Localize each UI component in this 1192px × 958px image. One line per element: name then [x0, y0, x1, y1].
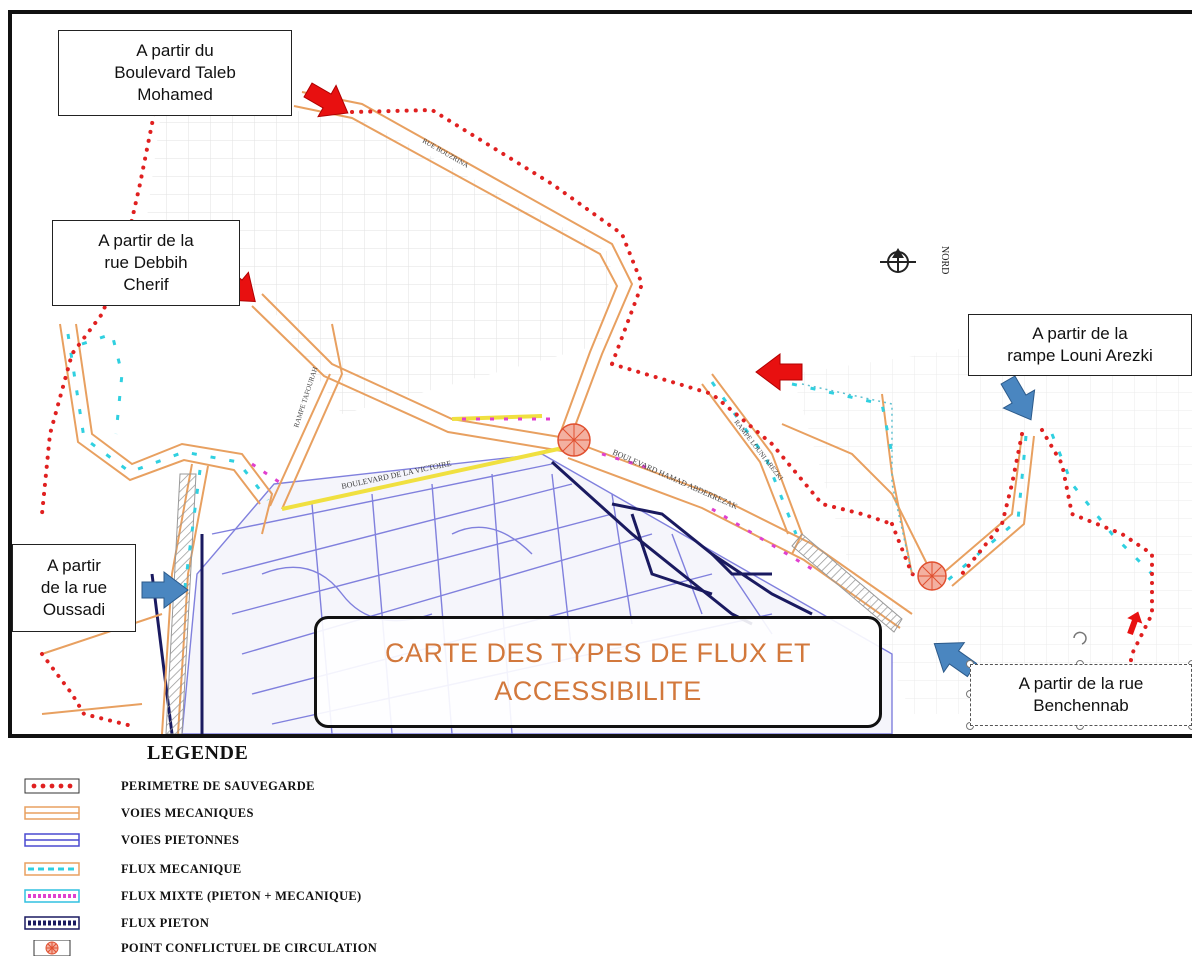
- callout-debbih-line2: rue Debbih: [104, 253, 188, 272]
- callout-taleb-line1: A partir du: [136, 41, 214, 60]
- conflict-point-center: [557, 423, 591, 457]
- legend-label-voies-mecaniques: VOIES MECANIQUES: [121, 805, 254, 820]
- boulevard-victoire-road: [281, 444, 573, 511]
- red-arrow-taleb: [303, 82, 349, 118]
- legend-swatch-flux-mecanique: [24, 862, 80, 876]
- legend-label-flux-mixte: FLUX MIXTE (PIETON + MECANIQUE): [121, 888, 362, 903]
- mixed-flow: [251, 417, 813, 571]
- blue-arrow-louni: [1000, 375, 1036, 421]
- blue-arrow-oussadi: [141, 571, 189, 609]
- callout-debbih-line3: Cherif: [123, 275, 169, 294]
- callout-taleb: A partir du Boulevard Taleb Mohamed: [58, 30, 292, 116]
- north-label: NORD: [939, 246, 950, 274]
- map-frame: BOULEVARD DE LA VICTOIRE BOULEVARD HAMAD…: [8, 10, 1192, 738]
- legend-row-flux-mecanique: FLUX MECANIQUE: [24, 859, 241, 879]
- street-label-tafourah: RAMPE TAFOURAH: [292, 366, 319, 429]
- mechanical-flow: [66, 332, 1154, 595]
- legend-title: LEGENDE: [147, 742, 249, 764]
- legend-swatch-conflit: [33, 940, 71, 956]
- legend-row-perimetre: PERIMETRE DE SAUVEGARDE: [24, 776, 314, 796]
- legend-row-voies-mecaniques: VOIES MECANIQUES: [24, 803, 253, 823]
- callout-benchennab-line2: Benchennab: [1033, 696, 1129, 715]
- upper-block-background: [142, 104, 612, 414]
- legend-swatch-flux-mixte: [24, 889, 80, 903]
- legend-label-voies-pietonnes: VOIES PIETONNES: [121, 832, 240, 847]
- callout-louni: A partir de la rampe Louni Arezki: [968, 314, 1192, 376]
- callout-benchennab-line1: A partir de la rue: [1018, 674, 1144, 693]
- red-arrow-small: [1127, 611, 1143, 636]
- map-title-line2: ACCESSIBILITE: [494, 676, 702, 706]
- callout-benchennab[interactable]: A partir de la rue Benchennab: [970, 664, 1192, 726]
- hatched-corridor-east: [791, 533, 903, 633]
- legend-label-flux-pieton: FLUX PIETON: [121, 915, 210, 930]
- hatched-corridor-west: [165, 473, 197, 734]
- rotate-handle-icon: [1073, 631, 1087, 645]
- legend-row-voies-pietonnes: VOIES PIETONNES: [24, 830, 239, 850]
- callout-louni-line2: rampe Louni Arezki: [1007, 346, 1153, 365]
- conflict-point-east: [917, 561, 947, 591]
- callout-debbih: A partir de la rue Debbih Cherif: [52, 220, 240, 306]
- legend-label-perimetre: PERIMETRE DE SAUVEGARDE: [121, 778, 315, 793]
- red-arrow-rampe: [755, 353, 803, 391]
- blue-arrow-benchennab: [933, 642, 978, 678]
- legend-row-conflit: POINT CONFLICTUEL DE CIRCULATION: [24, 938, 377, 958]
- map-title-line1: CARTE DES TYPES DE FLUX ET: [384, 638, 812, 668]
- callout-debbih-line1: A partir de la: [98, 231, 194, 250]
- legend-swatch-flux-pieton: [24, 916, 80, 930]
- north-arrow-icon: [880, 248, 916, 273]
- legend-row-flux-pieton: FLUX PIETON: [24, 913, 209, 933]
- callout-oussadi-line1: A partir: [47, 556, 101, 575]
- callout-oussadi: A partir de la rue Oussadi: [12, 544, 136, 632]
- callout-taleb-line2: Boulevard Taleb: [114, 63, 236, 82]
- legend-row-flux-mixte: FLUX MIXTE (PIETON + MECANIQUE): [24, 886, 361, 906]
- callout-oussadi-line3: Oussadi: [42, 600, 106, 619]
- map-title-box: CARTE DES TYPES DE FLUX ET ACCESSIBILITE: [314, 616, 882, 728]
- callout-oussadi-line2: de la rue: [40, 578, 108, 597]
- callout-louni-line1: A partir de la: [1032, 324, 1128, 343]
- legend-swatch-voies-pietonnes: [24, 833, 80, 847]
- callout-taleb-line3: Mohamed: [137, 85, 213, 104]
- map-drawing: BOULEVARD DE LA VICTOIRE BOULEVARD HAMAD…: [40, 82, 1192, 734]
- legend-label-flux-mecanique: FLUX MECANIQUE: [121, 861, 242, 876]
- street-label-hamad: BOULEVARD HAMAD ABDERREZAK: [611, 448, 739, 512]
- legend-label-conflit: POINT CONFLICTUEL DE CIRCULATION: [121, 940, 378, 955]
- legend-swatch-perimeter: [24, 778, 80, 794]
- legend-swatch-voies-mecaniques: [24, 806, 80, 820]
